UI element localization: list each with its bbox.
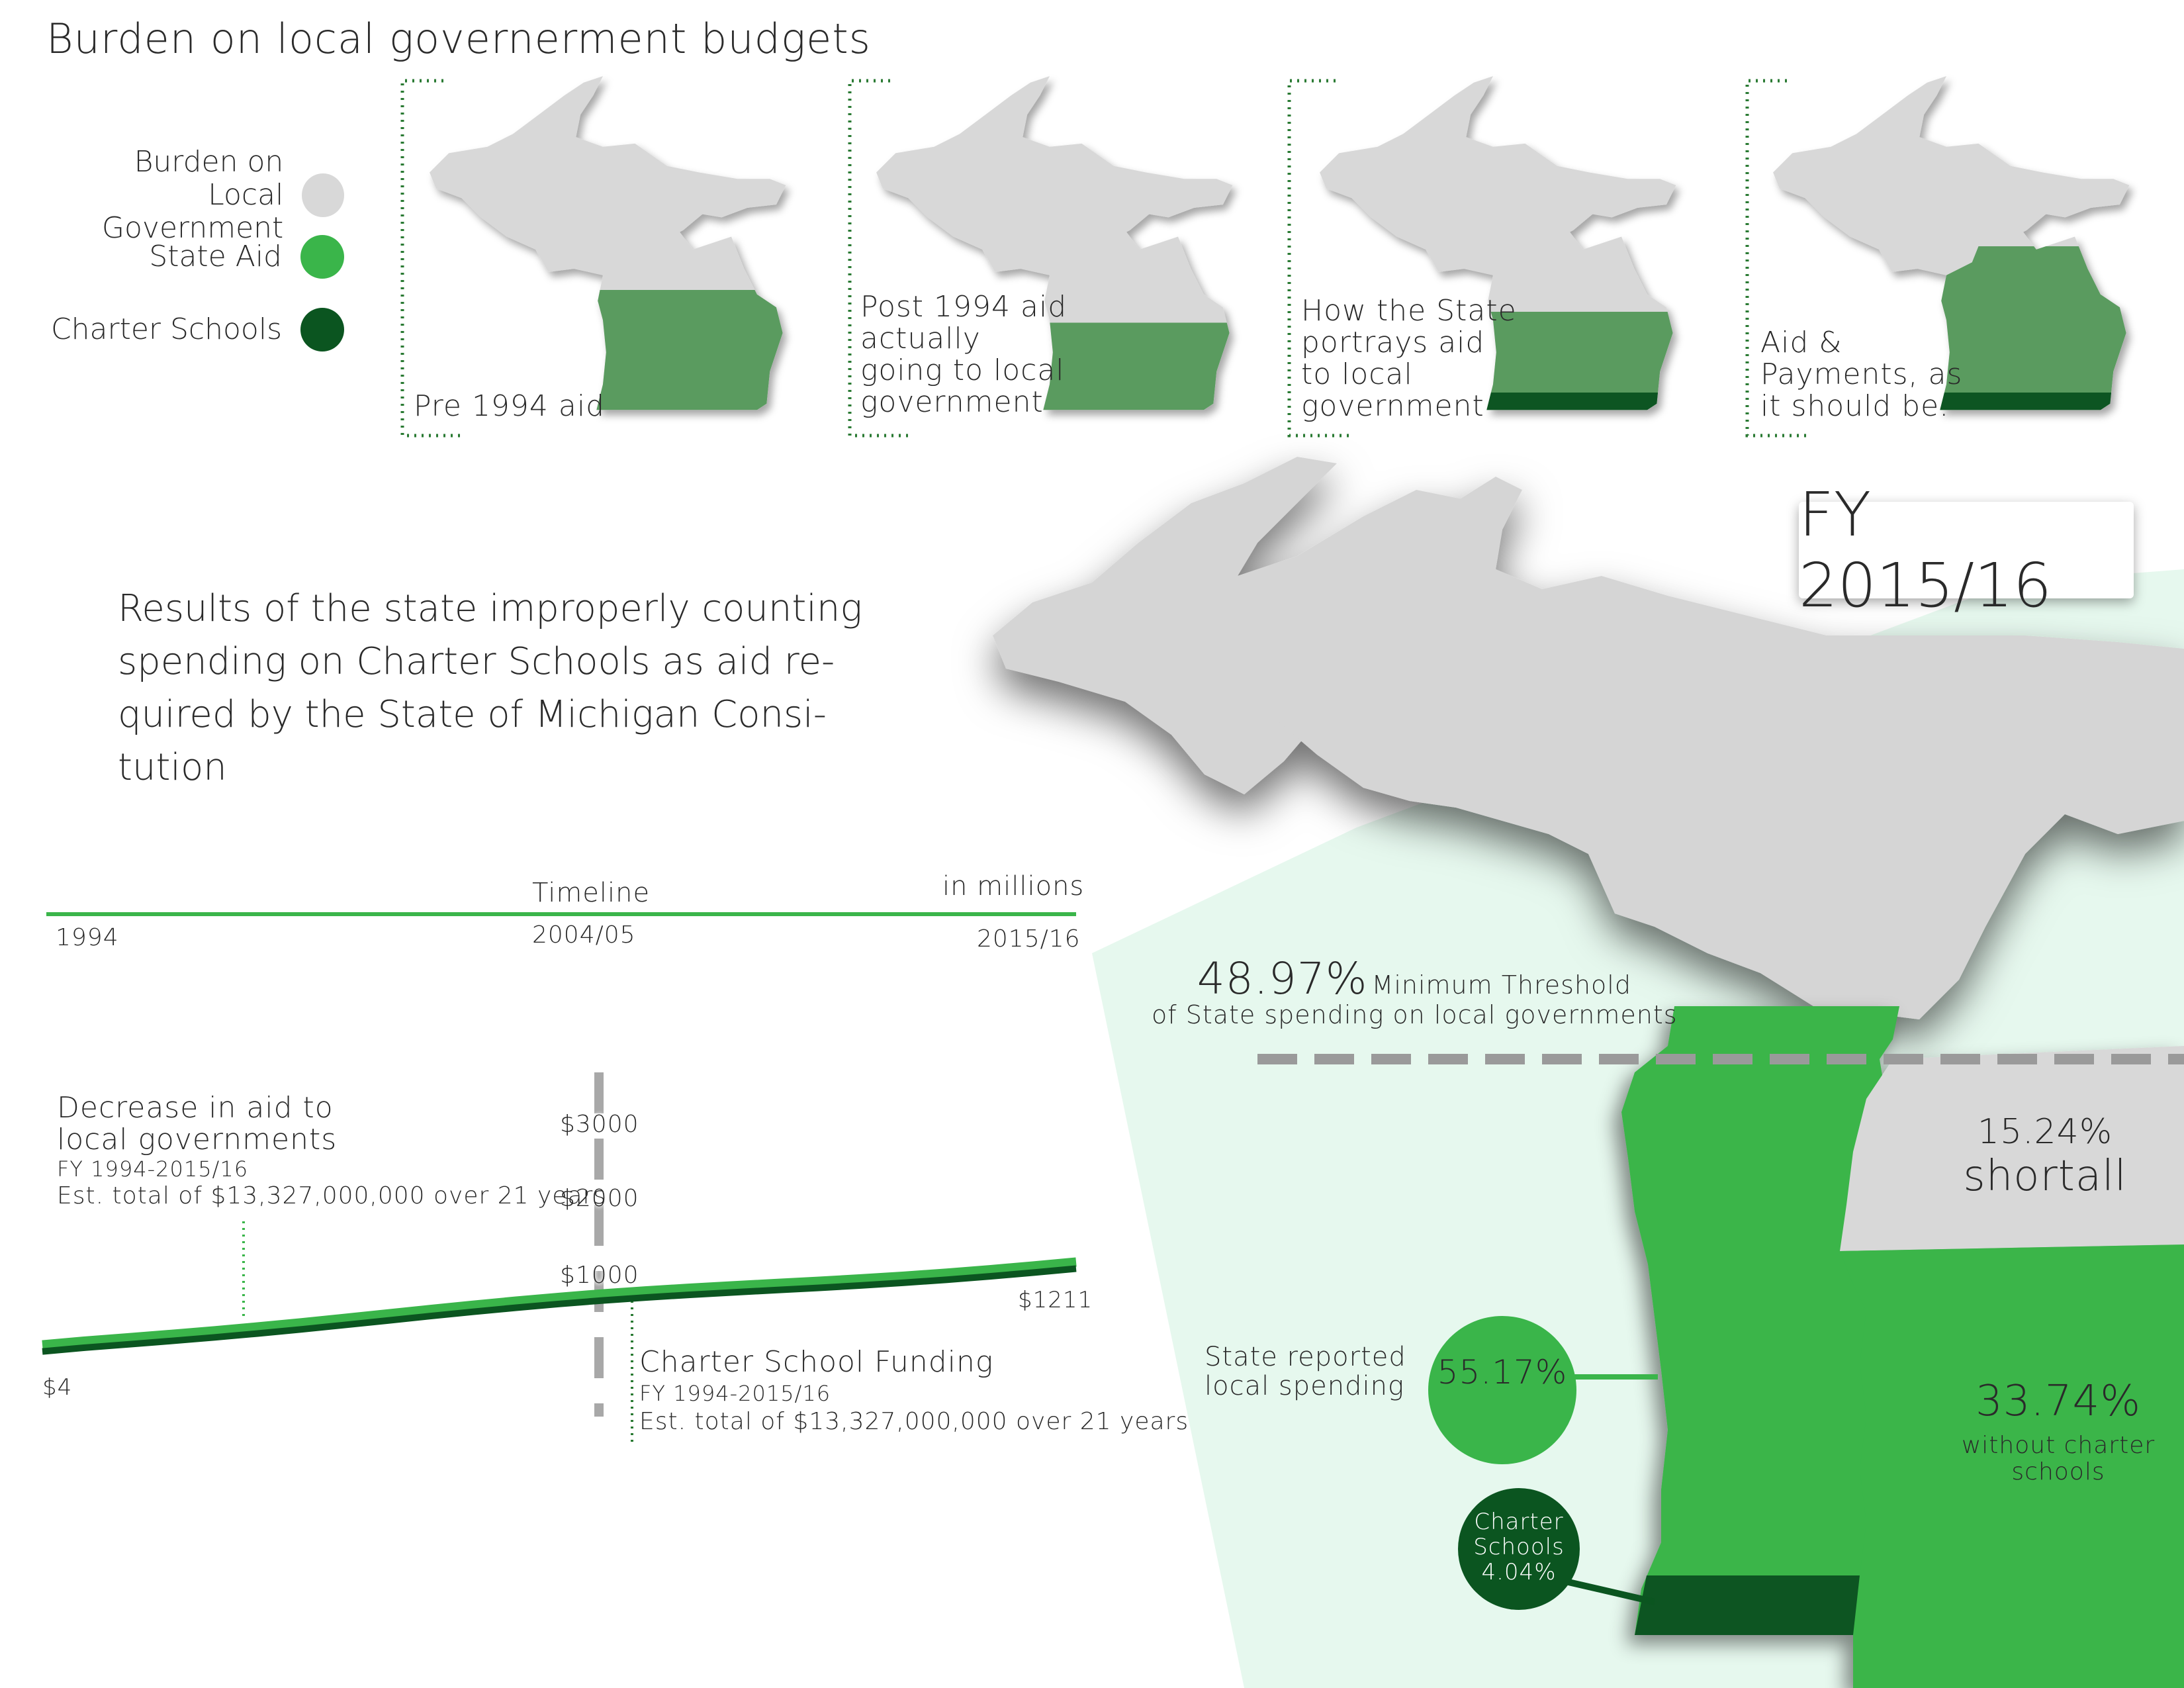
timeline-mid: 2004/05 bbox=[532, 921, 636, 949]
charter-annotation: Charter School Funding FY 1994-2015/16 E… bbox=[639, 1345, 1189, 1436]
without-charter-line2: schools bbox=[2011, 1458, 2105, 1485]
legend-label-burden-2: Local Government bbox=[101, 178, 284, 245]
fy-label-box: FY 2015/16 bbox=[1799, 479, 2134, 621]
legend-item-burden: Burden on Local Government bbox=[26, 146, 344, 245]
legend-item-charter: Charter Schools bbox=[51, 308, 344, 352]
mini-map-charter bbox=[1940, 393, 2126, 410]
map-caption-line: government bbox=[1301, 389, 1484, 423]
charter-line2: FY 1994-2015/16 bbox=[639, 1381, 831, 1406]
charter-bubble-text: Charter Schools 4.04% bbox=[1458, 1509, 1580, 1585]
mini-map-1 bbox=[430, 76, 786, 410]
shortfall-text: shortall bbox=[1963, 1152, 2127, 1201]
charter-connector bbox=[1567, 1579, 1656, 1605]
tick-label-2000: $2000 bbox=[560, 1185, 639, 1212]
legend-item-state-aid: State Aid bbox=[149, 235, 344, 279]
map-caption-line: Payments, as bbox=[1760, 357, 1963, 391]
legend-swatch-state-aid bbox=[300, 235, 344, 279]
tick-label-3000: $3000 bbox=[560, 1111, 639, 1138]
decrease-line3: FY 1994-2015/16 bbox=[57, 1156, 249, 1182]
timeline-units: in millions bbox=[942, 871, 1085, 902]
without-charter-column bbox=[1840, 1244, 2184, 1688]
without-charter-label: 33.74% without charter schools bbox=[1933, 1377, 2184, 1485]
map-caption-line: to local bbox=[1301, 357, 1413, 391]
map-caption-line: Aid & bbox=[1760, 326, 1843, 359]
charter-line3: Est. total of $13,327,000,000 over 21 ye… bbox=[639, 1408, 1189, 1435]
legend-label-burden-1: Burden on bbox=[134, 145, 284, 179]
mini-map-state-aid bbox=[1043, 322, 1230, 410]
map-caption-line: portrays aid bbox=[1301, 326, 1485, 359]
charter-band bbox=[1635, 1575, 1873, 1635]
charter-line1: Charter School Funding bbox=[639, 1345, 994, 1379]
state-reported-label: State reported local spending bbox=[1205, 1342, 1406, 1401]
state-reported-pct: 55.17% bbox=[1437, 1353, 1568, 1391]
mini-map-3 bbox=[1320, 76, 1676, 410]
map-brackets bbox=[400, 79, 1807, 438]
map-caption-should-be: Aid & Payments, as it should be. bbox=[1760, 327, 1962, 422]
without-charter-line1: without charter bbox=[1961, 1432, 2156, 1459]
decrease-line2: local governments bbox=[57, 1123, 338, 1156]
timeline-label: Timeline bbox=[532, 878, 651, 908]
timeline-axis-line bbox=[46, 912, 1076, 916]
state-reported-line2: local spending bbox=[1205, 1371, 1404, 1401]
page-title: Burden on local governerment budgets bbox=[46, 15, 871, 63]
decrease-line1: Decrease in aid to bbox=[57, 1091, 334, 1125]
upper-peninsula-east bbox=[1218, 477, 2184, 1019]
fy-label: FY 2015/16 bbox=[1799, 479, 2052, 621]
map-caption-line: Post 1994 aid bbox=[860, 290, 1068, 324]
start-value-label: $4 bbox=[42, 1374, 73, 1401]
end-value-label: $1211 bbox=[1018, 1287, 1093, 1313]
tick-label-1000: $1000 bbox=[560, 1262, 639, 1289]
legend-label-state-aid: State Aid bbox=[149, 240, 282, 273]
charter-bubble-pct: 4.04% bbox=[1481, 1559, 1557, 1585]
state-reported-bubble bbox=[1428, 1316, 1576, 1464]
map-caption-line: actually bbox=[860, 322, 981, 355]
state-reported-column bbox=[1621, 1006, 1899, 1635]
map-caption-line: it should be. bbox=[1760, 389, 1950, 423]
shortfall-area bbox=[1840, 1046, 2184, 1251]
map-caption-state-portrays: How the State portrays aid to local gove… bbox=[1301, 295, 1517, 422]
threshold-pct: 48.97% bbox=[1197, 953, 1368, 1004]
results-text: Results of the state improperly counting… bbox=[118, 587, 863, 789]
mini-map-state-aid bbox=[596, 290, 783, 410]
charter-bubble-line2: Schools bbox=[1473, 1534, 1565, 1560]
map-caption-line: How the State bbox=[1301, 294, 1517, 328]
threshold-label: 48.97% Minimum Threshold of State spendi… bbox=[1152, 953, 1678, 1029]
map-caption-line: going to local bbox=[860, 353, 1065, 387]
decrease-line4: Est. total of $13,327,000,000 over 21 ye… bbox=[57, 1182, 607, 1209]
legend-label-charter: Charter Schools bbox=[50, 312, 282, 346]
legend: Burden on Local Government State Aid Cha… bbox=[26, 139, 344, 364]
charter-funding-chart bbox=[42, 1072, 1077, 1443]
mini-map-charter bbox=[1486, 393, 1673, 410]
mini-map-2 bbox=[876, 76, 1233, 410]
timeline-end: 2015/16 bbox=[977, 925, 1081, 953]
state-reported-line1: State reported bbox=[1205, 1342, 1406, 1372]
shortfall-label: 15.24% shortall bbox=[1906, 1112, 2184, 1201]
charter-bubble-line1: Charter bbox=[1474, 1509, 1564, 1535]
trend-line-highlight bbox=[42, 1257, 1077, 1350]
timeline-start: 1994 bbox=[56, 924, 119, 951]
decrease-annotation: Decrease in aid to local governments FY … bbox=[57, 1092, 606, 1210]
shortfall-pct: 15.24% bbox=[1977, 1112, 2113, 1152]
charter-bubble bbox=[1458, 1488, 1580, 1610]
without-charter-pct: 33.74% bbox=[1975, 1377, 2142, 1426]
map-caption-post-1994: Post 1994 aid actually going to local go… bbox=[860, 291, 1067, 418]
legend-swatch-burden bbox=[302, 173, 344, 217]
map-caption-line: government bbox=[860, 385, 1044, 419]
legend-swatch-charter bbox=[300, 308, 344, 352]
map-caption-line: Pre 1994 aid bbox=[414, 389, 606, 423]
map-caption-pre-1994: Pre 1994 aid bbox=[414, 391, 605, 422]
threshold-line1: Minimum Threshold bbox=[1371, 970, 1631, 1000]
threshold-line2: of State spending on local governments bbox=[1152, 1000, 1678, 1029]
trend-line bbox=[42, 1265, 1077, 1355]
mini-maps bbox=[430, 76, 2130, 410]
